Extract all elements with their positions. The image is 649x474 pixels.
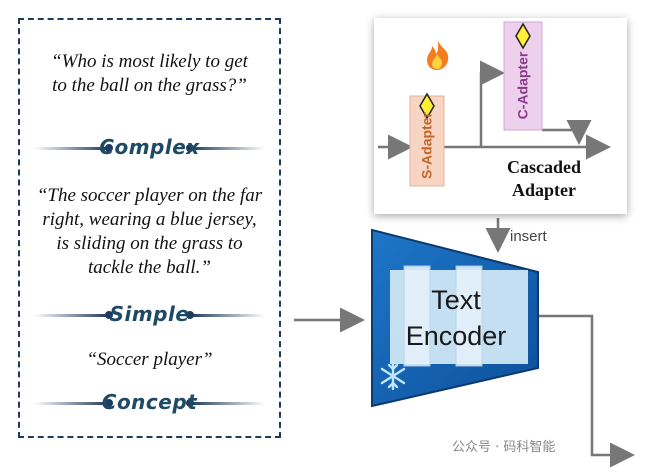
c-adapter-label-wrap: C-Adapter	[504, 48, 542, 130]
simple-label: Simple	[109, 302, 190, 326]
simple-quote: “The soccer player on the far right, wea…	[36, 185, 263, 278]
c-diamond-icon	[515, 22, 531, 50]
snowflake-icon	[380, 361, 406, 391]
text-encoder-label: Text Encoder	[405, 285, 507, 351]
insert-label: insert	[510, 228, 547, 245]
c-adapter-label: C-Adapter	[514, 51, 531, 120]
flame-icon	[427, 40, 449, 70]
concept-quote: “Soccer player”	[86, 349, 213, 370]
output-arrow	[534, 314, 635, 468]
concept-label: Concept	[101, 390, 198, 414]
complex-label-row: Complex	[20, 135, 279, 161]
cascaded-adapter-label: Cascaded Adapter	[506, 157, 581, 200]
watermark: 公众号 · 码科智能	[452, 440, 556, 455]
complex-quote: “Who is most likely to get to the ball o…	[51, 51, 248, 96]
text-encoder-block	[371, 228, 539, 408]
simple-label-row: Simple	[20, 302, 279, 328]
s-adapter-label: S-Adapter	[418, 112, 435, 179]
complex-label: Complex	[99, 135, 200, 159]
prompt-levels-panel: “Who is most likely to get to the ball o…	[18, 18, 281, 438]
s-adapter-label-wrap: S-Adapter	[410, 112, 444, 186]
concept-label-row: Concept	[20, 390, 279, 416]
cascaded-adapter-box: S-Adapter C-Adapter Cascaded Adapter	[374, 18, 627, 214]
s-diamond-icon	[419, 92, 435, 120]
